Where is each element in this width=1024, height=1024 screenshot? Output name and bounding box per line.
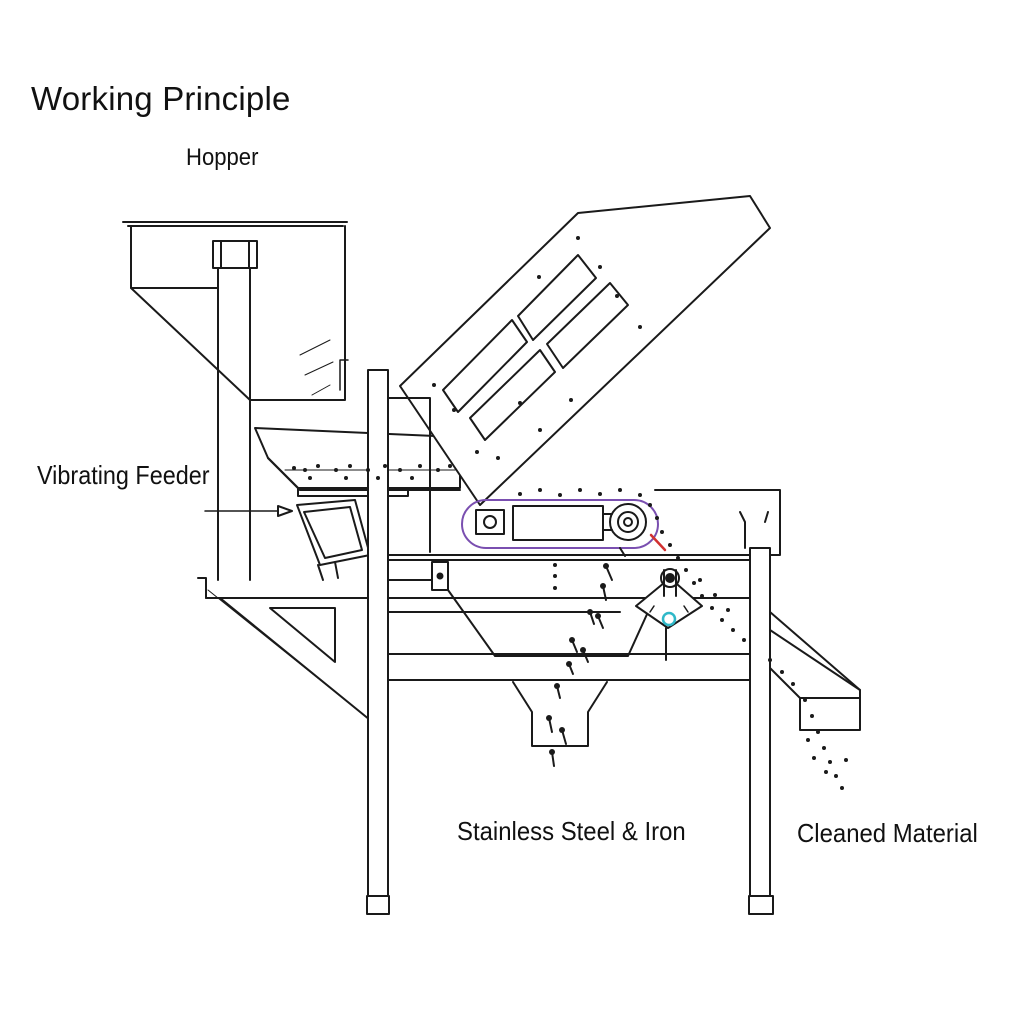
conveyor-belt-assembly [462,500,665,550]
vibrating-feeder-label: Vibrating Feeder [37,460,210,490]
left-support-column [213,241,257,580]
main-frame [198,370,780,914]
inclined-cover [400,196,770,505]
vibrating-feeder [205,428,460,580]
stainless-steel-iron-label: Stainless Steel & Iron [457,816,686,846]
cleaned-material-chute [770,612,860,730]
iron-discharge-funnel [448,590,648,746]
material-particles [292,464,848,790]
hopper-label: Hopper [186,144,259,171]
iron-piece-heads [546,563,609,755]
diagram-title: Working Principle [31,80,291,117]
cleaned-material-label: Cleaned Material [797,818,978,848]
splitter-gate [636,569,702,660]
